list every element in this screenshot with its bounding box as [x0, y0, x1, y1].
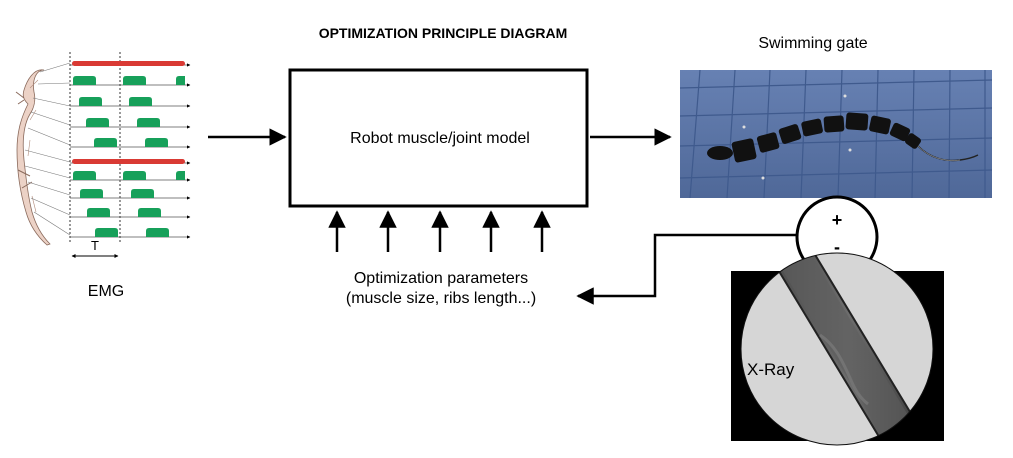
emg-green-burst [94, 138, 117, 147]
diagram-title: OPTIMIZATION PRINCIPLE DIAGRAM [319, 25, 568, 41]
period-label: T [91, 238, 99, 253]
emg-green-burst [73, 171, 96, 180]
xray-image [731, 252, 944, 446]
salamander-illustration [15, 69, 51, 246]
emg-green-burst [176, 76, 185, 85]
emg-green-burst [80, 189, 103, 198]
emg-label: EMG [88, 283, 124, 300]
emg-green-burst [87, 208, 110, 217]
emg-green-burst [137, 118, 160, 127]
emg-red-burst [72, 159, 185, 164]
emg-traces [70, 61, 191, 239]
comparator-plus: + [832, 210, 843, 230]
robot-model-box [288, 68, 589, 208]
emg-green-burst [129, 97, 152, 106]
swimming-label: Swimming gate [758, 35, 867, 52]
emg-green-burst [79, 97, 102, 106]
emg-green-burst [95, 228, 118, 237]
emg-green-burst [86, 118, 109, 127]
parameter-input-arrows [328, 210, 551, 252]
xray-label: X-Ray [747, 360, 795, 379]
emg-green-burst [123, 171, 146, 180]
emg-red-burst [72, 61, 185, 66]
emg-green-burst [131, 189, 154, 198]
comparator-minus: - [834, 237, 840, 257]
emg-green-burst [73, 76, 96, 85]
emg-green-burst [123, 76, 146, 85]
emg-green-burst [145, 138, 168, 147]
parameters-detail: (muscle size, ribs length...) [346, 290, 536, 307]
robot-body [707, 112, 921, 163]
emg-green-burst [146, 228, 169, 237]
emg-green-burst [176, 171, 185, 180]
swimming-simulation-image [680, 70, 992, 198]
emg-green-burst [138, 208, 161, 217]
robot-model-label: Robot muscle/joint model [350, 130, 530, 147]
feedback-arrow [576, 233, 797, 305]
emg-group: T EMG [15, 52, 191, 300]
electrode-leaders [24, 62, 71, 236]
parameters-title: Optimization parameters [354, 270, 528, 287]
